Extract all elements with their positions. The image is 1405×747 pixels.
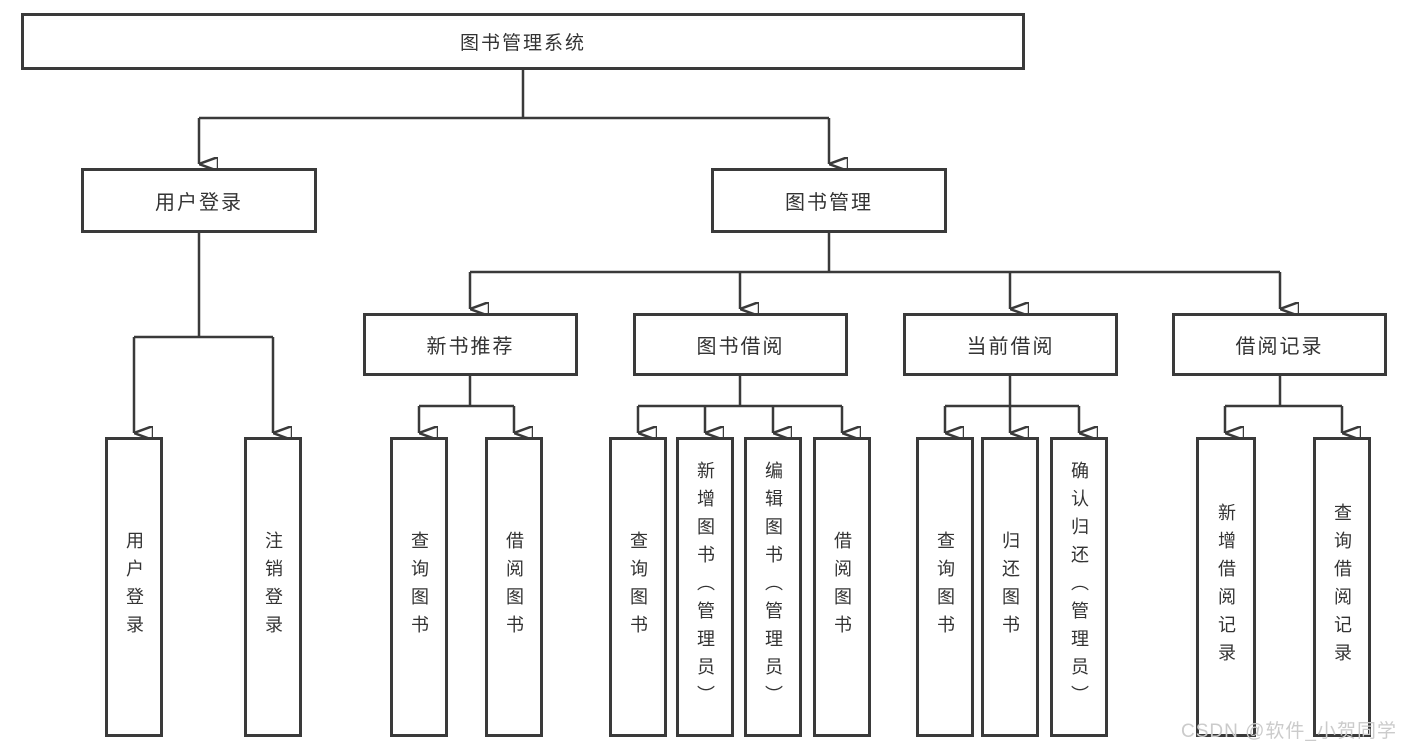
node-label: 注销登录 [263, 531, 283, 643]
node-label: 图书管理系统 [459, 33, 586, 54]
node-book-borrowing: 图书借阅 [633, 313, 848, 376]
node-leaf-borrow-books: 借阅图书 [485, 437, 543, 737]
connector-book-management-split [470, 233, 1280, 274]
node-label: 当前借阅 [966, 336, 1055, 358]
node-leaf-add-books-admin: 新增图书（管理员） [676, 437, 734, 737]
node-leaf-user-login: 用户登录 [105, 437, 163, 737]
node-label: 查询图书 [628, 531, 648, 643]
node-label: 借阅图书 [832, 531, 852, 643]
node-label: 借阅图书 [504, 531, 524, 643]
node-leaf-query-books: 查询图书 [609, 437, 667, 737]
node-leaf-confirm-return-admin: 确认归还（管理员） [1050, 437, 1108, 737]
node-label: 用户登录 [124, 531, 144, 643]
node-leaf-borrow-books: 借阅图书 [813, 437, 871, 737]
connector-root-split [199, 70, 829, 120]
node-label: 查询借阅记录 [1332, 503, 1352, 671]
node-current-borrowing: 当前借阅 [903, 313, 1118, 376]
node-new-book-recommendation: 新书推荐 [363, 313, 578, 376]
node-leaf-query-borrow-record: 查询借阅记录 [1313, 437, 1371, 737]
node-leaf-query-books: 查询图书 [916, 437, 974, 737]
node-label: 图书借阅 [696, 336, 785, 358]
node-label: 新增借阅记录 [1216, 503, 1236, 671]
connector-book-borrow-split [638, 376, 842, 408]
node-book-management: 图书管理 [711, 168, 947, 233]
node-leaf-logout: 注销登录 [244, 437, 302, 737]
node-label: 新书推荐 [426, 336, 515, 358]
node-label: 用户登录 [155, 192, 243, 214]
node-label: 图书管理 [785, 192, 873, 214]
node-user-login: 用户登录 [81, 168, 317, 233]
node-leaf-return-books: 归还图书 [981, 437, 1039, 737]
connector-user-login-split [134, 233, 273, 339]
node-label: 归还图书 [1000, 531, 1020, 643]
node-label: 确认归还（管理员） [1069, 461, 1089, 713]
node-label: 借阅记录 [1235, 336, 1324, 358]
node-borrowing-records: 借阅记录 [1172, 313, 1387, 376]
node-label: 新增图书（管理员） [695, 461, 715, 713]
connector-borrow-records-split [1225, 376, 1342, 408]
node-library-management-system: 图书管理系统 [21, 13, 1025, 70]
node-label: 编辑图书（管理员） [763, 461, 783, 713]
node-leaf-query-books: 查询图书 [390, 437, 448, 737]
node-label: 查询图书 [409, 531, 429, 643]
node-leaf-add-borrow-record: 新增借阅记录 [1196, 437, 1256, 737]
connector-current-borrow-split [945, 376, 1079, 408]
node-leaf-edit-books-admin: 编辑图书（管理员） [744, 437, 802, 737]
node-label: 查询图书 [935, 531, 955, 643]
connector-new-book-rec-split [419, 376, 514, 408]
csdn-watermark: CSDN @软件_小贺同学 [1181, 721, 1397, 742]
